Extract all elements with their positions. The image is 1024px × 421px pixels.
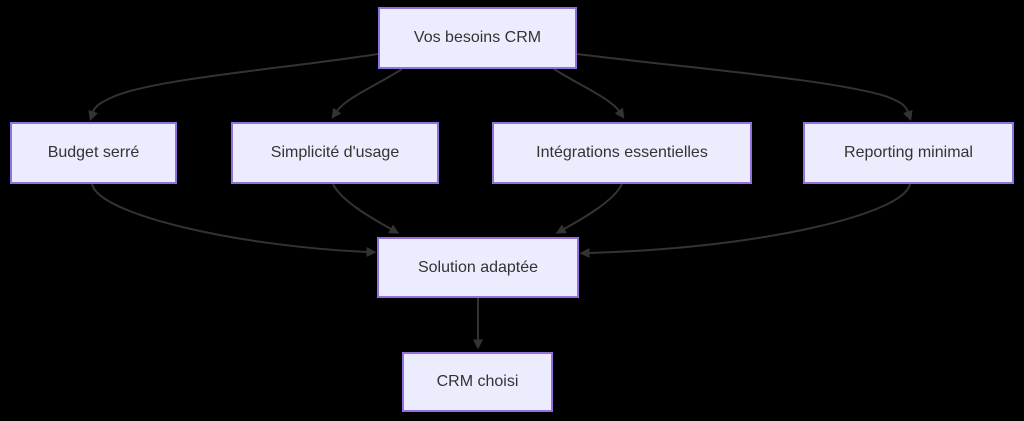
node-label: Intégrations essentielles <box>536 144 708 162</box>
node-budget-serre: Budget serré <box>10 122 177 184</box>
node-solution-adaptee: Solution adaptée <box>377 237 579 298</box>
node-label: Solution adaptée <box>417 258 539 276</box>
node-vos-besoins-crm: Vos besoins CRM <box>378 7 577 69</box>
node-label: Budget serré <box>47 144 140 162</box>
edge-budget-solution <box>91 183 377 257</box>
node-simplicite-usage: Simplicité d'usage <box>231 122 439 184</box>
edge-integrations-solution <box>555 183 623 234</box>
edge-besoins-reporting <box>576 53 913 122</box>
node-label: Reporting minimal <box>844 144 973 162</box>
edge-simplicite-solution <box>332 183 400 234</box>
edge-besoins-simplicite <box>331 68 403 119</box>
node-label: Vos besoins CRM <box>413 29 542 47</box>
edge-reporting-solution <box>579 183 911 258</box>
node-label: Simplicité d'usage <box>270 144 400 162</box>
node-reporting-minimal: Reporting minimal <box>803 122 1014 184</box>
edge-besoins-budget <box>88 53 379 122</box>
node-label: CRM choisi <box>436 373 519 391</box>
node-crm-choisi: CRM choisi <box>402 352 553 412</box>
node-integrations-essentielles: Intégrations essentielles <box>492 122 752 184</box>
edge-besoins-integrations <box>553 68 625 119</box>
